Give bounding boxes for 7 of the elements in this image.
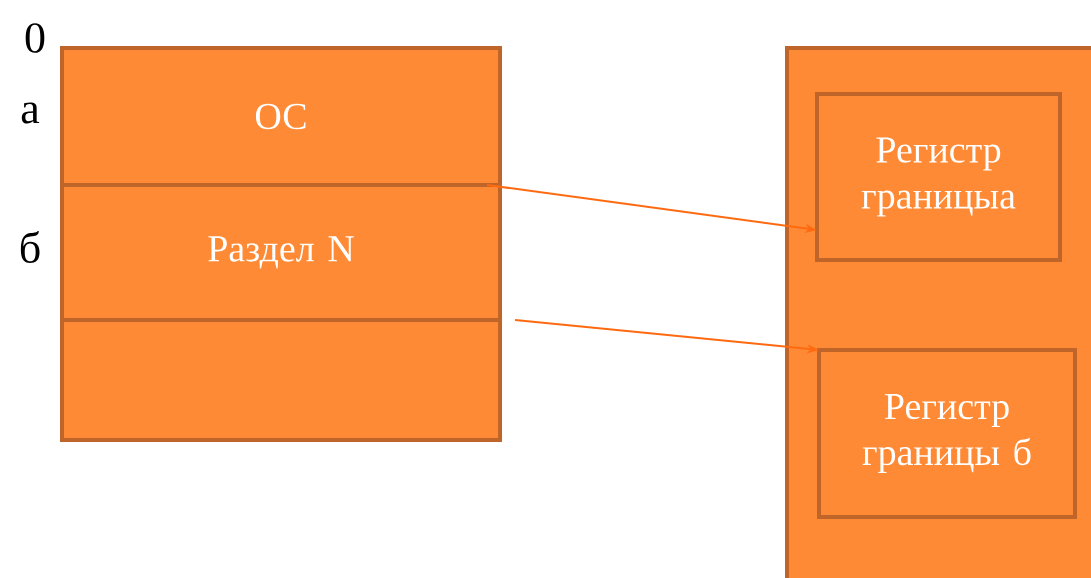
- address-label: а: [21, 102, 40, 124]
- register-box: Регистр границы б: [817, 348, 1077, 519]
- address-label: б: [20, 231, 40, 263]
- address-label: 0: [25, 23, 45, 53]
- section-box: Раздел N: [60, 183, 502, 322]
- section-box: ОС: [60, 46, 502, 187]
- register-box: Регистр границыа: [815, 92, 1062, 262]
